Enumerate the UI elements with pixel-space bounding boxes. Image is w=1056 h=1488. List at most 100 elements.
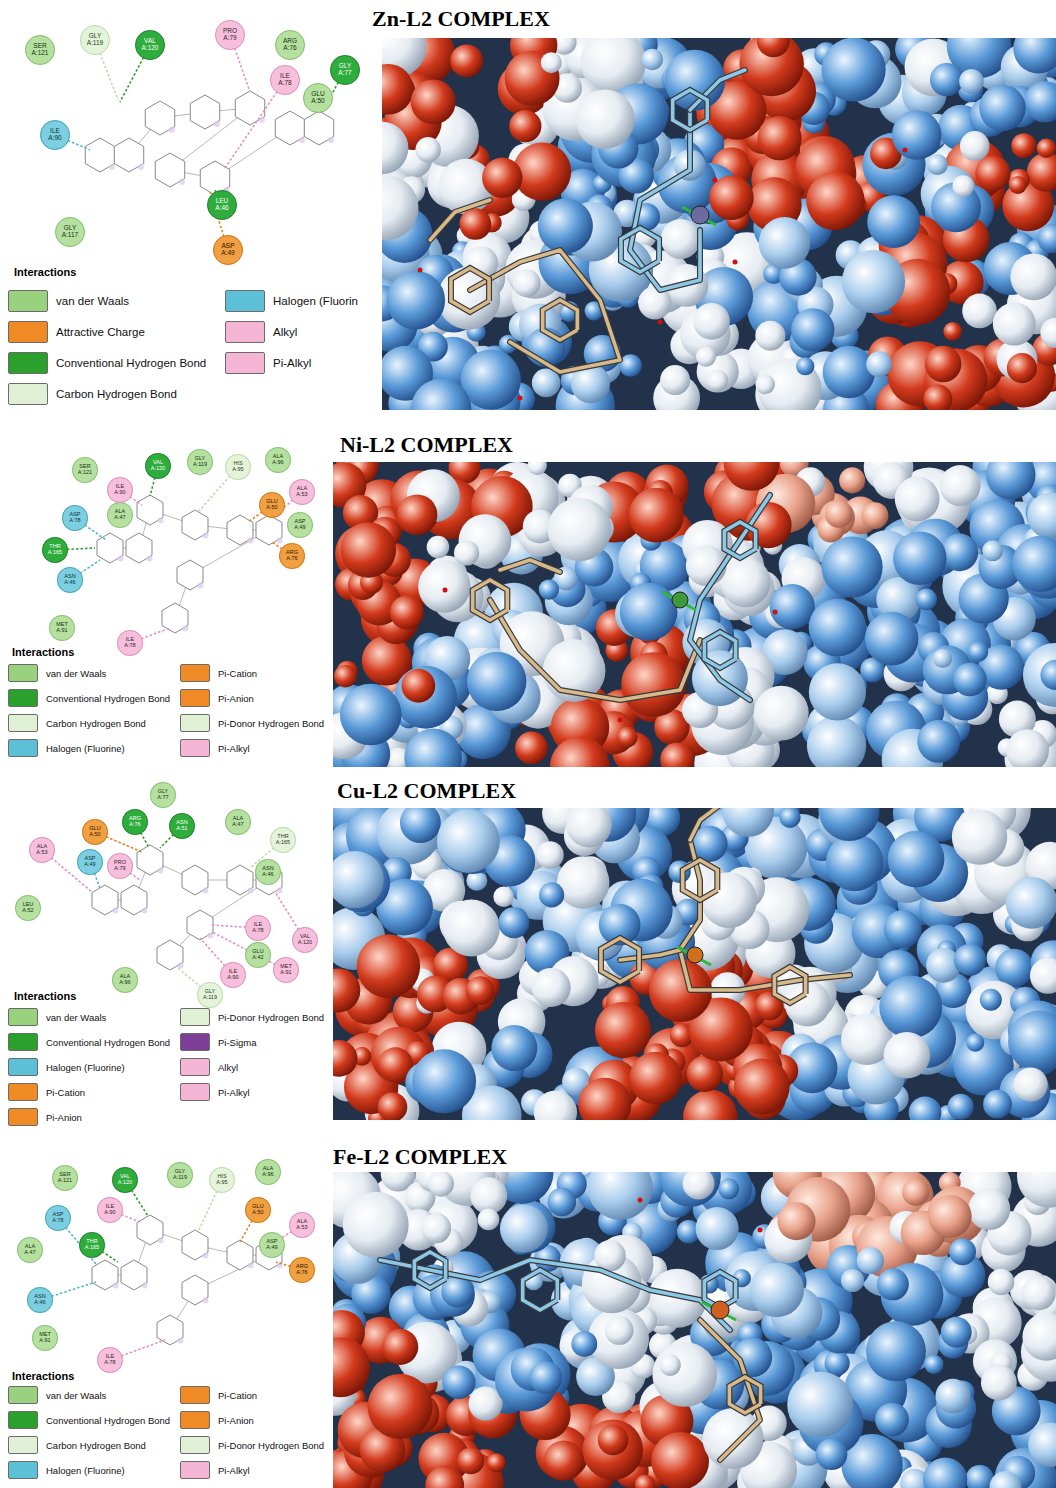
residue-circle: ALA A:96 [265, 447, 290, 472]
residue-circle: ASN A:46 [27, 1287, 52, 1312]
residue-label: ILE A:90 [43, 128, 67, 142]
residue-label: GLU A:50 [85, 826, 105, 838]
residue-circle: ALA A:96 [112, 967, 137, 992]
legend-swatch [8, 383, 48, 405]
legend-swatch [8, 1033, 38, 1051]
legend-text: van der Waals [46, 1390, 106, 1401]
residue-circle: SER A:121 [52, 1165, 77, 1190]
residue-circle: SER A:121 [72, 457, 97, 482]
residue-label: GLY A:77 [153, 789, 173, 801]
legend-item: Conventional Hydrogen Bond [8, 352, 206, 374]
legend-heading: Interactions [14, 266, 76, 278]
ligand-skeleton [92, 845, 282, 970]
residue-circle: ASP A:49 [287, 512, 312, 537]
ligand-skeleton [92, 1215, 282, 1345]
residue-label: MET A:91 [276, 964, 296, 976]
residue-circle: ALA A:53 [289, 1212, 314, 1237]
residue-circle: ILE A:78 [270, 65, 300, 95]
legend-swatch [8, 739, 38, 757]
legend-item: Carbon Hydrogen Bond [8, 714, 146, 732]
residue-label: THR A:165 [82, 1239, 102, 1251]
residue-circle: ALA A:53 [289, 479, 314, 504]
legend-swatch [8, 1461, 38, 1479]
residue-label: ILE A:78 [273, 73, 297, 87]
residue-circle: ASN A:46 [255, 859, 280, 884]
residue-label: ASN A:46 [60, 574, 80, 586]
residue-label: THR A:165 [45, 544, 65, 556]
residue-circle: LEU A:46 [207, 190, 237, 220]
legend-item: Pi-Cation [180, 664, 257, 682]
residue-circle: ASP A:49 [259, 1232, 284, 1257]
legend-swatch [225, 321, 265, 343]
legend-swatch [180, 1461, 210, 1479]
legend-text: Pi-Alkyl [273, 357, 311, 369]
residue-label: ASN A:51 [172, 820, 192, 832]
residue-circle: GLY A:77 [150, 782, 175, 807]
residue-label: ILE A:90 [223, 969, 243, 981]
legend-text: Alkyl [218, 1062, 238, 1073]
residue-label: GLU A:50 [248, 1204, 268, 1216]
legend-swatch [180, 1033, 210, 1051]
residue-circle: ASP A:49 [77, 849, 102, 874]
residue-circle: GLY A:119 [187, 449, 212, 474]
residue-circle: THR A:165 [42, 537, 67, 562]
residue-circle: GLU A:50 [245, 1197, 270, 1222]
residue-circle: ARG A:76 [275, 30, 305, 60]
legend-text: Halogen (Fluorin [273, 295, 358, 307]
residue-circle: GLY A:119 [80, 25, 110, 55]
legend-item: Pi-Alkyl [180, 1083, 250, 1101]
legend-item: Alkyl [225, 321, 297, 343]
legend-swatch [8, 1436, 38, 1454]
residue-label: ASN A:46 [258, 866, 278, 878]
residue-circle: ALA A:96 [255, 1159, 280, 1184]
panel-title: Fe-L2 COMPLEX [333, 1144, 507, 1170]
legend-text: Attractive Charge [56, 326, 145, 338]
residue-circle: ARG A:76 [122, 809, 147, 834]
legend-swatch [8, 321, 48, 343]
residue-circle: ASN A:51 [169, 813, 194, 838]
legend-swatch [8, 714, 38, 732]
legend-heading: Interactions [12, 646, 74, 658]
residue-circle: PRO A:79 [107, 853, 132, 878]
legend-swatch [180, 1058, 210, 1076]
residue-label: HIS A:95 [228, 461, 248, 473]
legend-item: Pi-Cation [8, 1083, 85, 1101]
legend-text: Pi-Donor Hydrogen Bond [218, 718, 324, 729]
legend-text: van der Waals [56, 295, 129, 307]
legend-text: Conventional Hydrogen Bond [46, 1037, 170, 1048]
legend-swatch [180, 689, 210, 707]
legend-text: Carbon Hydrogen Bond [46, 1440, 146, 1451]
surface-render [333, 1172, 1056, 1488]
legend-item: Pi-Donor Hydrogen Bond [180, 1436, 324, 1454]
residue-label: ILE A:78 [120, 637, 140, 649]
residue-circle: ASP A:49 [213, 235, 243, 265]
legend-text: Pi-Donor Hydrogen Bond [218, 1012, 324, 1023]
residue-label: ASP A:49 [80, 856, 100, 868]
residue-label: ALA A:53 [292, 1219, 312, 1231]
residue-circle: ALA A:47 [107, 502, 132, 527]
residue-circle: ALA A:47 [225, 809, 250, 834]
legend-item: van der Waals [8, 290, 129, 312]
legend-item: Halogen (Fluorine) [8, 739, 125, 757]
residue-circle: GLU A:50 [82, 819, 107, 844]
residue-label: ALA A:47 [228, 816, 248, 828]
legend-text: Halogen (Fluorine) [46, 743, 125, 754]
legend-swatch [8, 1386, 38, 1404]
residue-circle: THR A:165 [270, 827, 295, 852]
residue-circle: PRO A:79 [215, 20, 245, 50]
residue-label: GLY A:117 [58, 225, 82, 239]
residue-label: THR A:165 [273, 834, 293, 846]
legend-item: Conventional Hydrogen Bond [8, 689, 170, 707]
residue-circle: GLU A:50 [259, 492, 284, 517]
legend-text: Conventional Hydrogen Bond [46, 693, 170, 704]
legend-item: Pi-Alkyl [180, 1461, 250, 1479]
residue-circle: HIS A:95 [225, 454, 250, 479]
legend-swatch [8, 290, 48, 312]
legend-swatch [8, 1083, 38, 1101]
legend-text: Pi-Cation [46, 1087, 85, 1098]
legend-heading: Interactions [12, 1370, 74, 1382]
legend-item: Halogen (Fluorine) [8, 1461, 125, 1479]
residue-label: VAL A:120 [115, 1174, 135, 1186]
legend-text: Pi-Anion [218, 693, 254, 704]
